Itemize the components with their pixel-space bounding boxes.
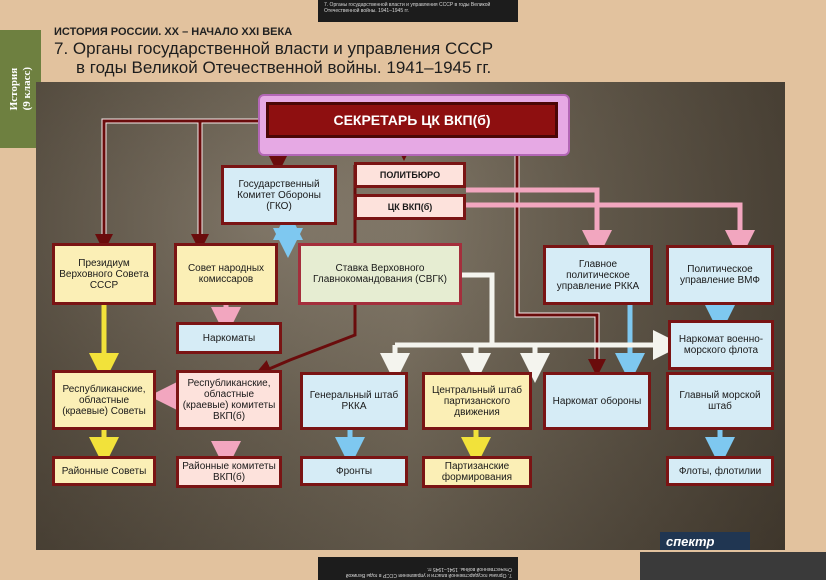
course-title: ИСТОРИЯ РОССИИ. XX – НАЧАЛО XXI ВЕКА [54, 26, 293, 38]
central-committee-box: ЦК ВКП(б) [354, 194, 466, 220]
secretary-box: СЕКРЕТАРЬ ЦК ВКП(б) [266, 102, 558, 138]
presidium-box: Президиум Верховного Совета СССР [52, 243, 156, 305]
title-line-1: 7. Органы государственной власти и управ… [54, 39, 494, 58]
narkomaty-box: Наркоматы [176, 322, 282, 354]
sovnarkom-box: Совет народных комиссаров [174, 243, 278, 305]
gpu-rkka-box: Главное политическое управление РККА [543, 245, 653, 305]
footer-info-bar [640, 552, 826, 580]
publisher-logo: спектр [660, 532, 750, 550]
narkom-oborony-box: Наркомат обороны [543, 372, 651, 430]
background-photo [36, 82, 785, 550]
subject-sidebar: История (9 класс) [0, 30, 41, 148]
genshtab-box: Генеральный штаб РККА [300, 372, 408, 430]
bottom-caption-strip: 7. Органы государственной власти и управ… [318, 557, 518, 580]
rayon-komitety-box: Районные комитеты ВКП(б) [176, 456, 282, 488]
resp-komitety-box: Республиканские, областные (краевые) ком… [176, 370, 282, 430]
stavka-box: Ставка Верховного Главнокомандования (СВ… [298, 243, 462, 305]
fronty-box: Фронты [300, 456, 408, 486]
top-strip-text: 7. Органы государственной власти и управ… [324, 2, 491, 14]
partizan-shtab-box: Центральный штаб партизанского движения [422, 372, 532, 430]
partizan-form-box: Партизанские формирования [422, 456, 532, 488]
page-title: 7. Органы государственной власти и управ… [54, 39, 493, 77]
morskoy-shtab-box: Главный морской штаб [666, 372, 774, 430]
top-caption-strip: 7. Органы государственной власти и управ… [318, 0, 518, 22]
pu-vmf-box: Политическое управление ВМФ [666, 245, 774, 305]
title-line-2: в годы Великой Отечественной войны. 1941… [76, 58, 492, 77]
resp-sovety-box: Республиканские, областные (краевые) Сов… [52, 370, 156, 430]
narkom-vmf-box: Наркомат военно-морского флота [668, 320, 774, 370]
bottom-strip-text: 7. Органы государственной власти и управ… [345, 566, 512, 578]
rayon-sovety-box: Районные Советы [52, 456, 156, 486]
floty-box: Флоты, флотилии [666, 456, 774, 486]
politburo-box: ПОЛИТБЮРО [354, 162, 466, 188]
gko-box: Государственный Комитет Обороны (ГКО) [221, 165, 337, 225]
